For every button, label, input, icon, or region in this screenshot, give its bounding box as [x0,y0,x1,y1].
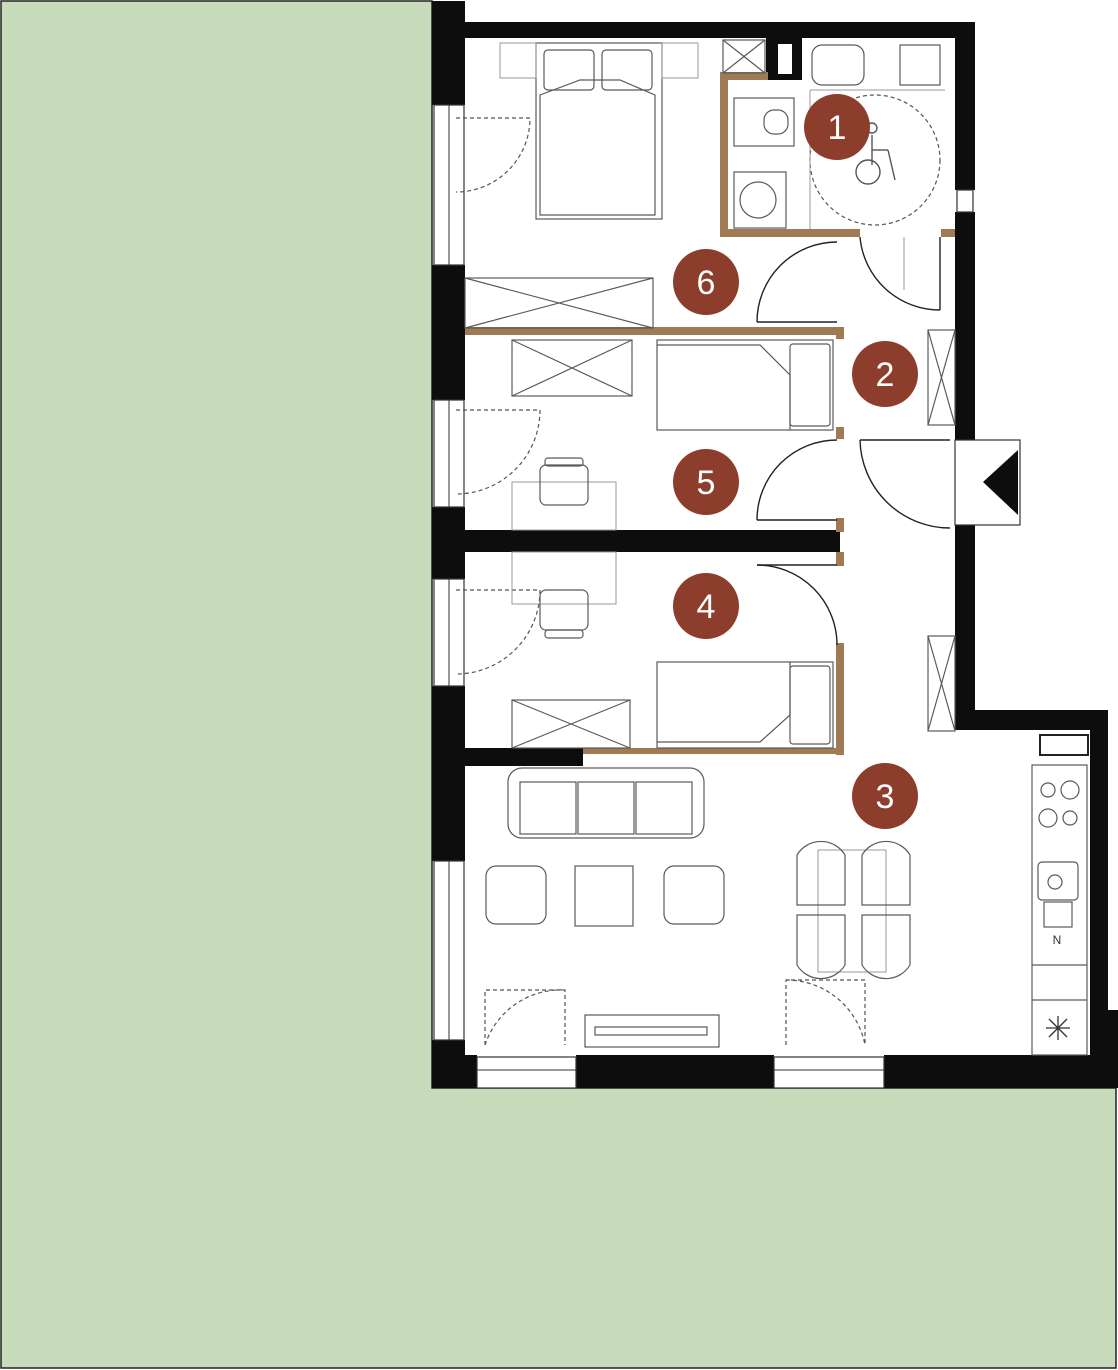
compass-mark: N [1053,933,1062,947]
doors [455,117,951,1046]
room-marker-1: 1 [804,94,870,160]
bedroom-6-furniture [464,42,699,329]
room-marker-2: 2 [852,341,918,407]
room-number: 1 [828,109,847,147]
entrance-arrow-icon [954,439,1021,526]
room-number: 4 [697,588,716,626]
kitchen-furniture: N [1031,764,1088,1056]
room-marker-3: 3 [852,763,918,829]
windows [433,104,1089,1089]
living-room-furniture [485,329,956,1048]
exterior-walls [432,1,1118,1088]
room-number: 5 [697,464,716,502]
bedroom-4-furniture [511,551,834,749]
interior-walls [465,72,955,766]
wheelchair-icon [855,122,896,185]
room-number: 6 [697,264,716,302]
room-marker-6: 6 [673,249,739,315]
room-marker-4: 4 [673,573,739,639]
room-number: 2 [876,356,895,394]
bedroom-5-furniture [511,339,834,531]
room-markers: 1 2 3 4 5 6 [673,94,918,829]
room-number: 3 [876,778,895,816]
room-marker-5: 5 [673,449,739,515]
snowflake-icon [1046,1016,1070,1040]
